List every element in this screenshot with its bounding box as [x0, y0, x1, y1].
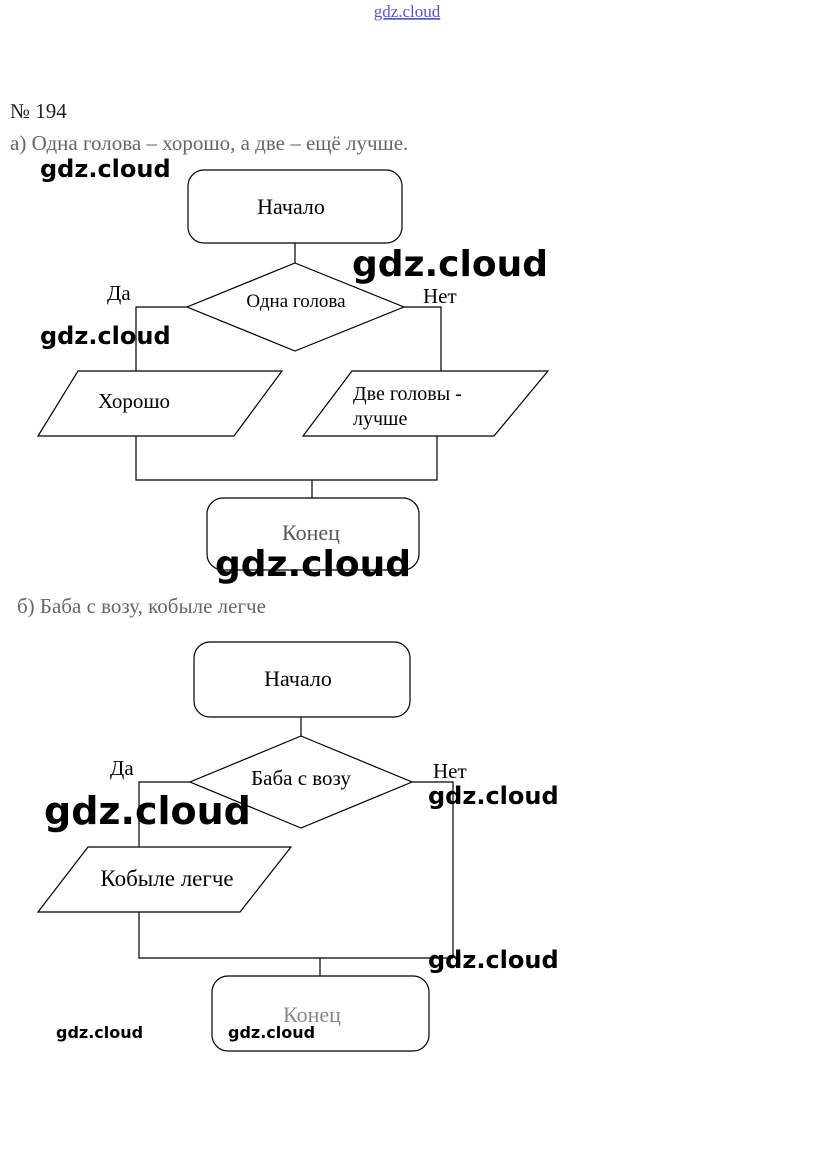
watermark: gdz.cloud — [56, 1023, 143, 1042]
watermarks: gdz.cloud gdz.cloud gdz.cloud gdz.cloud … — [40, 155, 559, 1042]
watermark: gdz.cloud — [228, 1023, 315, 1042]
no-output-line1-a: Две головы - — [353, 383, 462, 405]
yes-output-label-b: Кобыле легче — [100, 866, 233, 891]
no-label-b: Нет — [433, 759, 467, 783]
end-block-b — [211, 975, 430, 1052]
decision-label-b: Баба с возу — [251, 766, 351, 790]
end-block-a — [206, 497, 420, 571]
start-block-b — [193, 641, 411, 718]
caption-part-a: а) Одна голова – хорошо, а две – ещё луч… — [10, 131, 408, 155]
start-label-b: Начало — [264, 666, 332, 691]
start-label-a: Начало — [257, 194, 325, 219]
yes-output-label-a: Хорошо — [98, 389, 170, 413]
site-link[interactable]: gdz.cloud — [374, 2, 441, 21]
decision-diamond-b — [188, 735, 414, 829]
connectors-part-b — [138, 717, 454, 976]
watermark: gdz.cloud — [40, 155, 171, 183]
watermark: gdz.cloud — [215, 544, 411, 585]
watermark: gdz.cloud — [428, 782, 559, 810]
no-output-line2-a: лучше — [353, 408, 407, 430]
caption-part-b: б) Баба с возу, кобыле легче — [17, 594, 266, 618]
connectors-part-a — [135, 243, 442, 498]
no-label-a: Нет — [423, 284, 457, 308]
yes-output-block-b — [36, 846, 293, 913]
decision-diamond-a — [185, 262, 406, 352]
problem-number: № 194 — [10, 99, 67, 123]
watermark: gdz.cloud — [428, 946, 559, 974]
yes-label-b: Да — [110, 756, 134, 780]
watermark: gdz.cloud — [352, 244, 548, 285]
start-block-a — [187, 169, 403, 244]
end-label-a: Конец — [282, 520, 340, 545]
yes-output-block-a — [36, 370, 284, 437]
no-output-block-a — [301, 370, 550, 437]
yes-label-a: Да — [107, 281, 131, 305]
watermark: gdz.cloud — [44, 789, 251, 833]
watermark: gdz.cloud — [40, 322, 171, 350]
decision-label-a: Одна голова — [246, 291, 346, 312]
end-label-b: Конец — [283, 1002, 341, 1027]
